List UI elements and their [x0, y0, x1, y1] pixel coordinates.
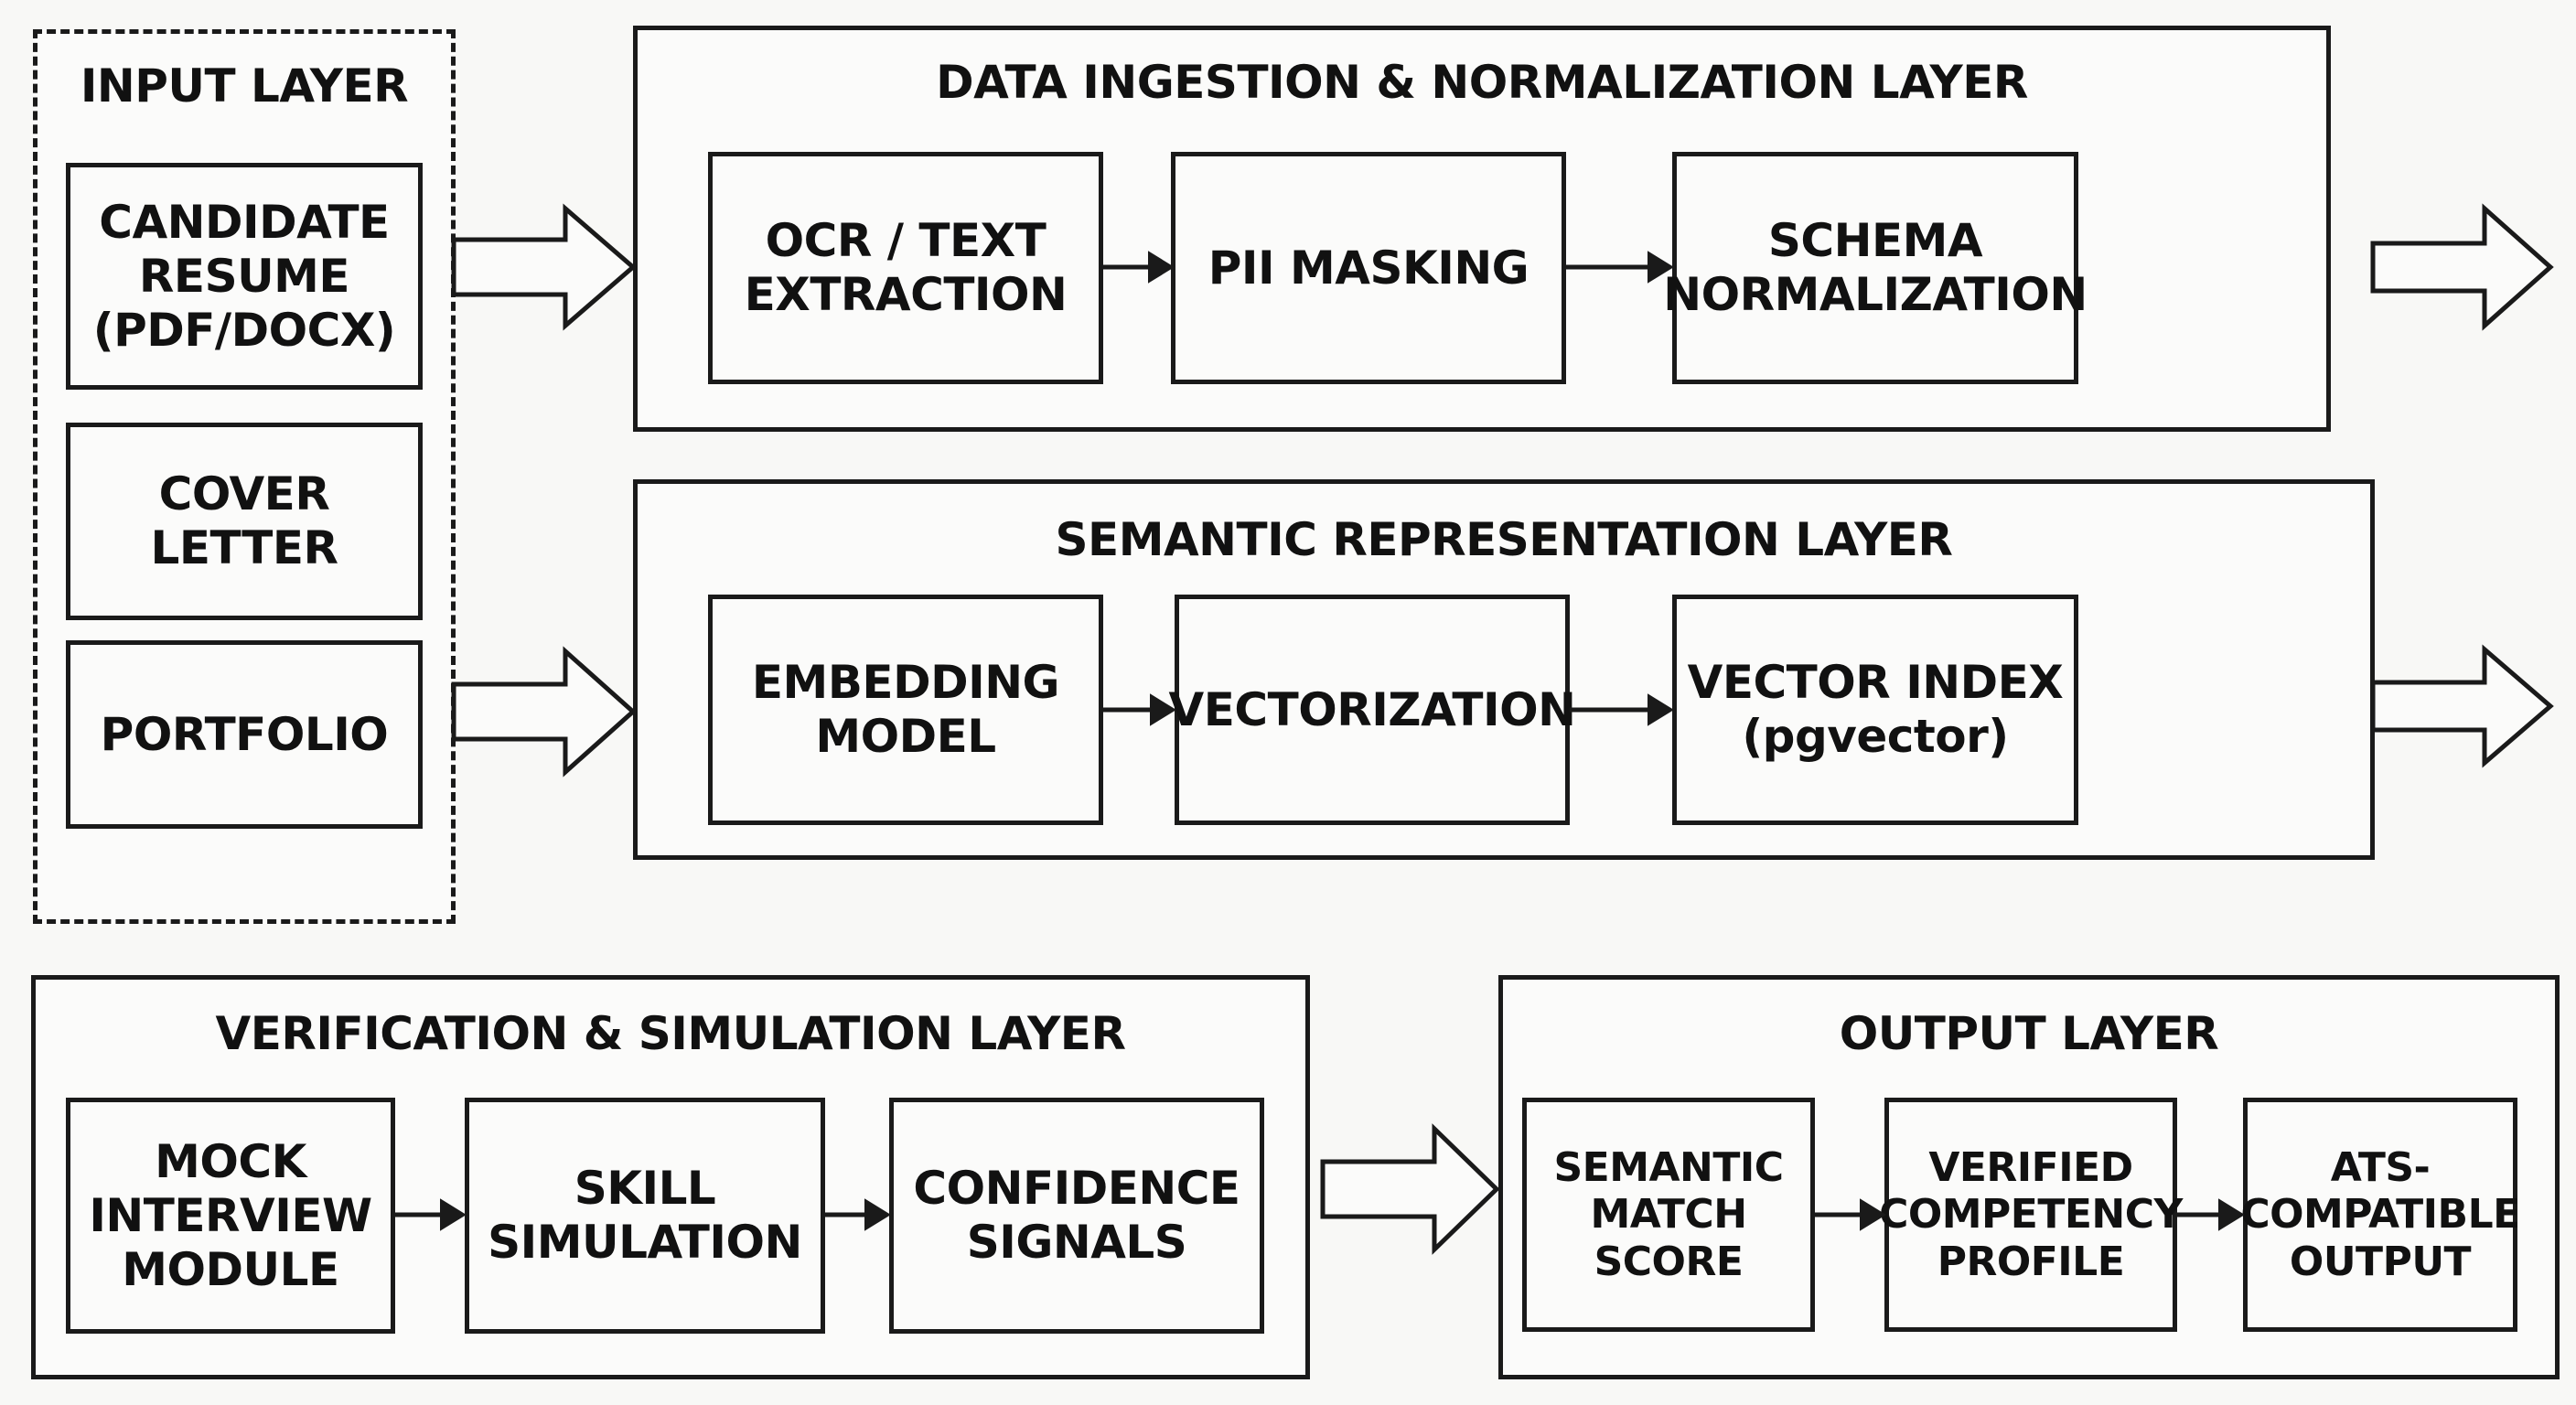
confidence-signals-box: CONFIDENCE SIGNALS: [889, 1098, 1264, 1334]
ats-compatible-output-label: ATS- COMPATIBLE OUTPUT: [2240, 1143, 2520, 1285]
schema-normalization-box: SCHEMA NORMALIZATION: [1663, 152, 2088, 384]
semantic-match-score-box: SEMANTIC MATCH SCORE: [1522, 1098, 1815, 1332]
pii-masking-label: PII MASKING: [1208, 241, 1530, 295]
portfolio-box: PORTFOLIO: [66, 640, 423, 829]
semantic-layer-title: SEMANTIC REPRESENTATION LAYER: [1055, 513, 1953, 566]
skill-simulation-label: SKILL SIMULATION: [488, 1162, 802, 1269]
portfolio-label: PORTFOLIO: [100, 707, 389, 761]
verification-to-output-block-arrow: [1320, 1123, 1500, 1255]
embedding-model-label: EMBEDDING MODEL: [751, 656, 1060, 763]
ats-compatible-output-box: ATS- COMPATIBLE OUTPUT: [2240, 1098, 2520, 1332]
ocr-text-extraction-label: OCR / TEXT EXTRACTION: [744, 214, 1068, 321]
skill-simulation-box: SKILL SIMULATION: [465, 1098, 825, 1334]
input-to-semantic-block-arrow: [451, 646, 637, 778]
semantic-match-score-label: SEMANTIC MATCH SCORE: [1553, 1143, 1784, 1285]
ingestion-layer-title: DATA INGESTION & NORMALIZATION LAYER: [936, 56, 2028, 109]
verified-competency-profile-label: VERIFIED COMPETENCY PROFILE: [1879, 1143, 2183, 1285]
cover-letter-label: COVER LETTER: [150, 467, 338, 574]
ocr-text-extraction-box: OCR / TEXT EXTRACTION: [708, 152, 1103, 384]
output-layer-title: OUTPUT LAYER: [1839, 1007, 2219, 1060]
vectorization-box: VECTORIZATION: [1169, 595, 1576, 825]
semantic-output-block-arrow: [2370, 644, 2554, 768]
mock-interview-module-box: MOCK INTERVIEW MODULE: [66, 1098, 395, 1334]
input-layer-title: INPUT LAYER: [80, 59, 409, 113]
vector-index-box: VECTOR INDEX (pgvector): [1672, 595, 2078, 825]
vectorization-label: VECTORIZATION: [1168, 682, 1576, 736]
embedding-model-box: EMBEDDING MODEL: [708, 595, 1103, 825]
ingestion-output-block-arrow: [2370, 203, 2554, 331]
candidate-resume-label: CANDIDATE RESUME (PDF/DOCX): [92, 195, 396, 357]
mock-interview-module-label: MOCK INTERVIEW MODULE: [89, 1134, 372, 1296]
candidate-resume-box: CANDIDATE RESUME (PDF/DOCX): [66, 163, 423, 390]
cover-letter-box: COVER LETTER: [66, 423, 423, 620]
verified-competency-profile-box: VERIFIED COMPETENCY PROFILE: [1879, 1098, 2183, 1332]
input-to-ingestion-block-arrow: [451, 203, 637, 331]
confidence-signals-label: CONFIDENCE SIGNALS: [913, 1162, 1240, 1269]
pii-masking-box: PII MASKING: [1171, 152, 1566, 384]
verification-layer-title: VERIFICATION & SIMULATION LAYER: [215, 1007, 1126, 1060]
vector-index-label: VECTOR INDEX (pgvector): [1687, 656, 2064, 763]
schema-normalization-label: SCHEMA NORMALIZATION: [1663, 214, 2088, 321]
